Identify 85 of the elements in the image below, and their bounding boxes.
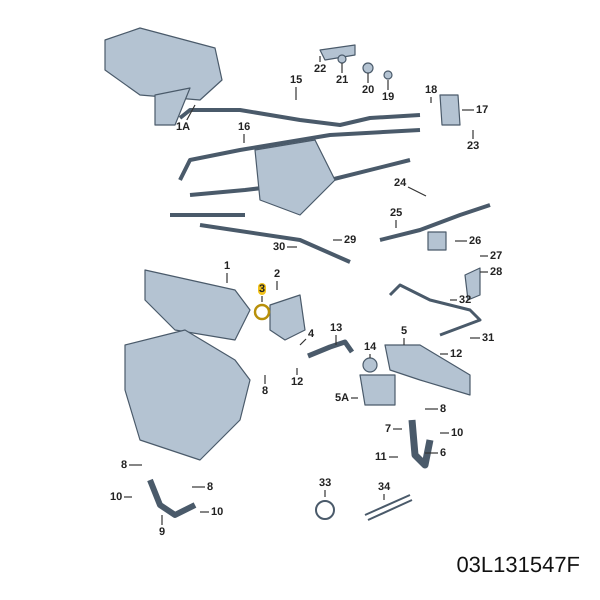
callout-number: 8 [261, 385, 270, 397]
leader-line [243, 134, 245, 143]
leader-line [383, 494, 385, 500]
callout-number: 10 [109, 491, 124, 503]
leader-line [161, 515, 163, 525]
leader-line [480, 255, 488, 257]
callout-number: 18 [424, 84, 438, 96]
callout-number: 8 [439, 403, 448, 415]
leader-line [440, 432, 449, 434]
callout-number: 24 [393, 177, 408, 189]
leader-line [450, 299, 457, 301]
leader-line [124, 496, 132, 498]
leader-line [455, 240, 467, 242]
callout-number: 34 [377, 481, 392, 493]
callout-number: 5 [400, 325, 408, 337]
callout-number: 11 [374, 451, 388, 463]
callout-number: 19 [381, 91, 396, 103]
leader-line [367, 73, 369, 83]
leader-line [261, 296, 263, 302]
callout-number: 22 [313, 63, 328, 75]
callout-number: 12 [290, 376, 304, 388]
leader-line [295, 87, 297, 100]
leader-line [186, 104, 196, 120]
callout-number: 4 [307, 328, 316, 340]
callout-number: 3 [258, 283, 266, 295]
callout-number: 10 [210, 506, 224, 518]
callout-number: 16 [237, 121, 252, 133]
leader-line [462, 109, 474, 111]
callout-number: 14 [363, 341, 378, 353]
leader-line [403, 338, 405, 345]
leader-line [408, 186, 426, 197]
leader-line [425, 452, 438, 454]
leader-line [287, 246, 297, 248]
leader-line [369, 354, 371, 358]
callout-number: 10 [450, 427, 464, 439]
callout-number: 26 [468, 235, 482, 247]
part-number: 03L131547F [456, 552, 580, 578]
leader-line [393, 428, 402, 430]
callout-number: 32 [458, 294, 472, 306]
callout-number: 21 [335, 74, 350, 86]
leader-line [480, 271, 488, 273]
leader-line [425, 408, 438, 410]
callout-number: 8 [206, 481, 214, 493]
leader-line [335, 335, 337, 345]
leader-line [341, 63, 343, 73]
leader-line [351, 397, 358, 399]
callout-number: 23 [466, 140, 480, 152]
callout-number: 9 [158, 526, 166, 538]
callout-number: 1 [223, 260, 232, 272]
leader-line [300, 338, 306, 346]
leader-line [430, 97, 432, 103]
leader-line [129, 464, 142, 466]
leader-line [192, 486, 205, 488]
callout-number: 5A [334, 392, 350, 404]
leader-line [264, 375, 266, 384]
callout-number: 1A [175, 121, 192, 133]
leader-line [200, 511, 209, 513]
leader-line [226, 273, 228, 283]
callout-number: 28 [489, 266, 504, 278]
callout-number: 2 [273, 268, 282, 280]
leader-line [324, 490, 326, 497]
callout-number: 15 [289, 74, 304, 86]
leader-line [296, 368, 298, 375]
leader-line [387, 80, 389, 90]
leader-line [440, 353, 448, 355]
callout-number: 6 [439, 447, 448, 459]
callout-number: 25 [389, 207, 404, 219]
callout-number: 33 [318, 477, 332, 489]
callout-number: 20 [361, 84, 376, 96]
callout-number: 13 [329, 322, 344, 334]
leader-line [395, 220, 397, 228]
callout-number: 8 [120, 459, 128, 471]
leader-line [319, 56, 321, 62]
leader-line [470, 337, 480, 339]
leader-line [389, 456, 398, 458]
callout-number: 27 [489, 250, 504, 262]
leader-line [333, 239, 342, 241]
callout-number: 31 [481, 332, 496, 344]
callout-number: 7 [384, 423, 392, 435]
leader-line [276, 281, 278, 290]
callout-number: 12 [449, 348, 464, 360]
callout-number: 17 [475, 104, 490, 116]
callout-number: 29 [343, 234, 358, 246]
leader-line [472, 130, 474, 139]
callout-number: 30 [272, 241, 286, 253]
